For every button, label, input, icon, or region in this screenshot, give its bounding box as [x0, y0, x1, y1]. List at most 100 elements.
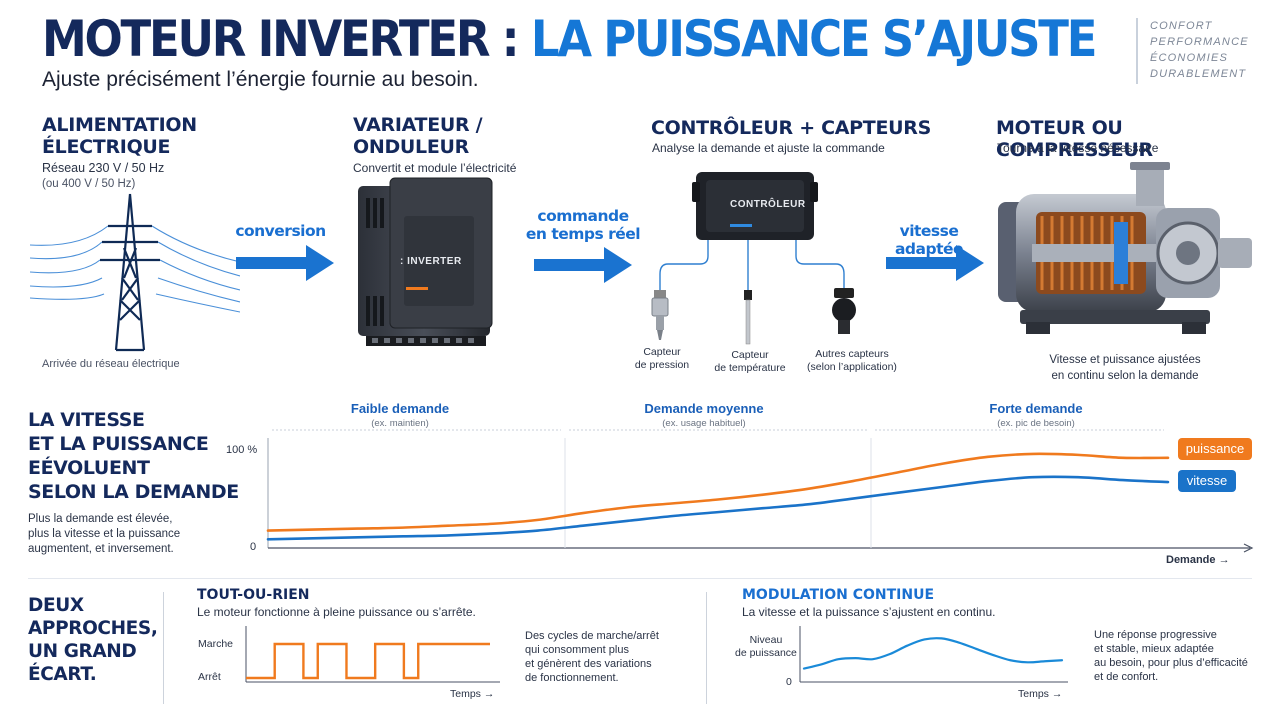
- modulation-subtitle: La vitesse et la puissance s’ajustent en…: [742, 605, 996, 619]
- approaches-heading-line: DEUX: [28, 595, 84, 616]
- inverter-device-icon: [358, 177, 493, 346]
- vertical-divider: [163, 592, 164, 704]
- motor-description: Tourne à la vitesse nécessaire: [997, 141, 1159, 155]
- sensor-label-line: Capteur: [731, 349, 769, 361]
- tagline: CONFORT: [1150, 20, 1213, 32]
- onoff-label-on: Marche: [198, 638, 234, 650]
- motor-caption: Vitesse et puissance ajustées en continu…: [1010, 352, 1240, 384]
- demand-heading-line: SELON LA DEMANDE: [28, 481, 239, 503]
- sensor-other-label: Autres capteurs (selon l’application): [796, 348, 908, 374]
- onoff-desc-line: et génèrent des variations: [525, 658, 652, 670]
- modulation-desc-line: au besoin, pour plus d’efficacité: [1094, 657, 1248, 669]
- phase-medium-example: (ex. usage habituel): [662, 418, 746, 429]
- series-line-puissance: [266, 452, 1170, 532]
- phase-medium-title: Demande moyenne: [644, 401, 764, 416]
- arrow-right-icon: [236, 245, 334, 281]
- power-caption: Arrivée du réseau électrique: [42, 358, 180, 370]
- inverter-device-label: : INVERTER: [400, 256, 462, 267]
- series-line-vitesse: [266, 475, 1170, 541]
- onoff-subtitle: Le moteur fonctionne à pleine puissance …: [197, 605, 476, 619]
- arrow-right-icon: [886, 245, 984, 281]
- title-part-1: MOTEUR INVERTER :: [42, 10, 531, 68]
- x-axis-arrowhead: [1243, 543, 1254, 553]
- demand-heading-line: EÉVOLUENT: [28, 457, 150, 479]
- approaches-heading-line: ÉCART.: [28, 664, 97, 685]
- arrow-label-speed: vitesse adaptée: [894, 222, 964, 258]
- phase-high-title: Forte demande: [989, 401, 1083, 416]
- demand-heading-line: LA VITESSE: [28, 409, 145, 431]
- onoff-desc-line: Des cycles de marche/arrêt: [525, 630, 659, 642]
- modulation-desc-line: Une réponse progressive: [1094, 629, 1217, 641]
- onoff-description: Des cycles de marche/arrêt qui consommen…: [525, 629, 659, 685]
- modulation-y-label-line: de puissance: [735, 647, 797, 659]
- y-tick-100: 100 %: [226, 444, 258, 456]
- legend-puissance: puissance: [1178, 438, 1252, 460]
- page-subtitle: Ajuste précisément l’énergie fournie au …: [42, 68, 479, 91]
- modulation-desc-line: et de confort.: [1094, 671, 1159, 683]
- tagline: ÉCONOMIES: [1150, 52, 1229, 64]
- demand-desc-line: plus la vitesse et la puissance: [28, 528, 181, 540]
- modulation-x-label: Temps →: [1018, 688, 1063, 700]
- modulation-y-tick: 0: [786, 676, 792, 688]
- sensor-label-line: de température: [714, 362, 786, 374]
- modulation-y-label-line: Niveau: [749, 634, 783, 646]
- controller-device-label: CONTRÔLEUR: [730, 199, 806, 210]
- onoff-desc-line: qui consomment plus: [525, 644, 629, 656]
- motor-cutaway-icon: [998, 162, 1252, 334]
- controller-title: CONTRÔLEUR + CAPTEURS: [651, 117, 931, 139]
- section-divider: [28, 578, 1252, 579]
- motor-caption-line: Vitesse et puissance ajustées: [1049, 354, 1201, 366]
- inverter-description: Convertit et module l’électricité: [353, 161, 517, 175]
- onoff-signal-line: [246, 642, 490, 680]
- inverter-title: VARIATEUR / ONDULEUR: [353, 114, 483, 158]
- arrow-right-icon: [534, 247, 632, 283]
- demand-heading: LA VITESSE ET LA PUISSANCE EÉVOLUENT SEL…: [28, 408, 239, 504]
- tagline: DURABLEMENT: [1150, 68, 1247, 80]
- sensor-label-line: Autres capteurs: [815, 348, 889, 360]
- sensor-label-line: (selon l’application): [807, 361, 897, 373]
- page-title: MOTEUR INVERTER : LA PUISSANCE S’AJUSTE: [42, 8, 1098, 70]
- onoff-title: TOUT-OU-RIEN: [197, 587, 310, 603]
- modulation-description: Une réponse progressive et stable, mieux…: [1094, 628, 1248, 684]
- sensor-label-line: Capteur: [643, 346, 681, 358]
- sensor-temperature-label: Capteur de température: [708, 349, 792, 375]
- sensor-label-line: de pression: [634, 359, 690, 371]
- power-spec-1: Réseau 230 V / 50 Hz: [42, 161, 165, 175]
- approaches-heading-line: UN GRAND: [28, 641, 137, 662]
- power-pylon-icon: [30, 193, 240, 352]
- onoff-label-off: Arrêt: [198, 671, 221, 683]
- modulation-title: MODULATION CONTINUE: [742, 587, 935, 603]
- power-title: ALIMENTATION ÉLECTRIQUE: [42, 114, 197, 158]
- power-title-line: ALIMENTATION: [42, 114, 197, 136]
- arrow-label-line: en temps réel: [525, 225, 641, 243]
- inverter-title-line: ONDULEUR: [353, 136, 469, 158]
- phase-high-example: (ex. pic de besoin): [997, 418, 1075, 429]
- approaches-heading-line: APPROCHES,: [28, 618, 158, 639]
- arrow-label-line: commande: [537, 207, 629, 225]
- title-part-2: LA PUISSANCE S’AJUSTE: [530, 10, 1098, 68]
- arrow-label-conversion: conversion: [235, 222, 326, 240]
- controller-description: Analyse la demande et ajuste la commande: [652, 141, 885, 155]
- power-title-line: ÉLECTRIQUE: [42, 136, 171, 158]
- modulation-y-label: Niveau de puissance: [735, 634, 797, 660]
- demand-heading-line: ET LA PUISSANCE: [28, 433, 209, 455]
- demand-desc-line: augmentent, et inversement.: [28, 543, 174, 555]
- demand-description: Plus la demande est élevée, plus la vite…: [28, 512, 180, 557]
- inverter-title-line: VARIATEUR /: [353, 114, 483, 136]
- modulation-signal-line: [802, 637, 1064, 670]
- y-tick-0: 0: [250, 541, 257, 553]
- x-axis-label: Demande →: [1166, 554, 1230, 566]
- approaches-heading: DEUX APPROCHES, UN GRAND ÉCART.: [28, 594, 158, 686]
- onoff-x-label: Temps →: [450, 688, 495, 700]
- controller-device-icon: [651, 172, 856, 345]
- motor-title: MOTEUR OU COMPRESSEUR: [996, 117, 1153, 161]
- modulation-desc-line: et stable, mieux adaptée: [1094, 643, 1214, 655]
- power-spec-2: (ou 400 V / 50 Hz): [42, 178, 136, 190]
- phase-low-title: Faible demande: [350, 401, 450, 416]
- demand-desc-line: Plus la demande est élevée,: [28, 513, 173, 525]
- vertical-divider: [706, 592, 707, 704]
- legend-vitesse: vitesse: [1178, 470, 1236, 492]
